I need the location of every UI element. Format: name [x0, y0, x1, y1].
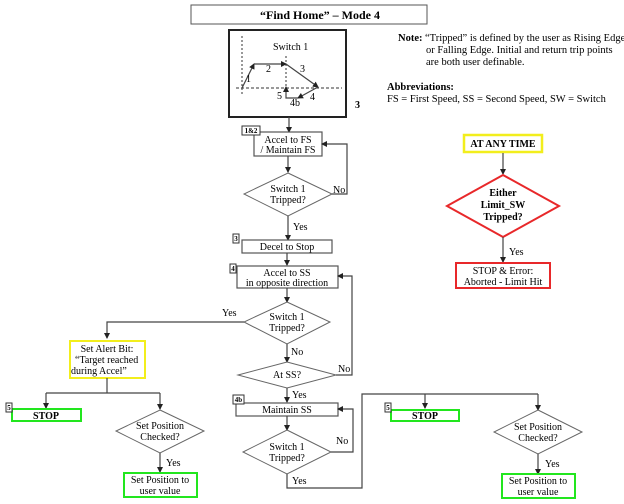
decision-switch1-c: Switch 1 Tripped?: [241, 429, 333, 475]
edge-label-yes: Yes: [222, 308, 237, 319]
svg-text:Tripped?: Tripped?: [483, 212, 522, 223]
note-line-1: “Tripped” is defined by the user as Risi…: [425, 33, 624, 44]
abbrev-heading: Abbreviations:: [387, 82, 454, 93]
svg-text:5: 5: [7, 404, 11, 412]
edge-label-no: No: [291, 347, 303, 358]
step-tag-4: 4: [229, 263, 237, 274]
svg-text:Maintain SS: Maintain SS: [262, 405, 312, 416]
node-any-time: AT ANY TIME: [462, 133, 544, 154]
svg-text:STOP: STOP: [33, 411, 59, 422]
svg-text:Either: Either: [489, 188, 517, 199]
seg-1: 1: [246, 74, 251, 85]
seg-2: 2: [266, 64, 271, 75]
note-line-2: or Falling Edge. Initial and return trip…: [426, 45, 613, 56]
decision-at-ss: At SS?: [236, 361, 338, 389]
svg-text:STOP & Error:: STOP & Error:: [473, 266, 534, 277]
svg-text:Decel to Stop: Decel to Stop: [260, 242, 314, 253]
svg-text:user value: user value: [518, 487, 559, 498]
svg-text:Accel to FS: Accel to FS: [264, 135, 311, 146]
node-stop-right: STOP: [390, 409, 460, 422]
node-setpos-right: Set Position to user value: [501, 473, 576, 499]
decision-setpos-right: Set Position Checked?: [492, 409, 584, 455]
decision-switch1-b: Switch 1 Tripped?: [242, 301, 332, 345]
edge-label-no: No: [338, 364, 350, 375]
seg-4: 4: [310, 92, 315, 103]
seg-4b: 4b: [290, 98, 300, 109]
node-stop-error: STOP & Error: Aborted - Limit Hit: [455, 262, 551, 289]
svg-text:Switch 1: Switch 1: [270, 184, 305, 195]
svg-text:Note:: Note:: [398, 33, 423, 44]
node-maintain-ss: Maintain SS: [235, 402, 339, 417]
note-line-3: are both user definable.: [426, 57, 525, 68]
svg-text:Checked?: Checked?: [518, 433, 558, 444]
svg-text:Tripped?: Tripped?: [269, 453, 305, 464]
seg-5: 5: [277, 91, 282, 102]
node-accel-ss: Accel to SS in opposite direction: [236, 265, 339, 289]
page-title: “Find Home” – Mode 4: [260, 8, 380, 22]
svg-text:user value: user value: [140, 486, 181, 497]
motion-profile-inset: Switch 1 1 2 3 4 4b 5: [228, 29, 347, 118]
note-block: Note: “Tripped” is defined by the user a…: [387, 33, 624, 105]
svg-text:Set Position: Set Position: [514, 422, 562, 433]
decision-switch1-a: Switch 1 Tripped?: [242, 172, 334, 217]
svg-text:/ Maintain FS: / Maintain FS: [260, 145, 315, 156]
step-tag-1-2: 1&2: [241, 125, 261, 136]
svg-text:Checked?: Checked?: [140, 432, 180, 443]
edge-label-yes: Yes: [545, 459, 560, 470]
title-box: “Find Home” – Mode 4: [190, 4, 428, 25]
inset-step-tag: 3: [355, 100, 360, 111]
edge-label-no: No: [333, 185, 345, 196]
svg-text:Tripped?: Tripped?: [270, 195, 306, 206]
svg-text:Set Position to: Set Position to: [131, 475, 189, 486]
step-tag-4b: 4b: [232, 394, 245, 405]
svg-text:4: 4: [231, 265, 235, 273]
decision-setpos-left: Set Position Checked?: [114, 409, 206, 454]
seg-3: 3: [300, 64, 305, 75]
svg-text:Switch 1: Switch 1: [269, 442, 304, 453]
svg-text:Limit_SW: Limit_SW: [481, 200, 525, 211]
svg-text:Accel to SS: Accel to SS: [263, 268, 310, 279]
node-setpos-left: Set Position to user value: [123, 472, 198, 498]
decision-limit-sw: Either Limit_SW Tripped?: [444, 173, 562, 239]
svg-text:“Target reached: “Target reached: [75, 355, 138, 366]
svg-text:Set Position: Set Position: [136, 421, 184, 432]
edge-label-yes: Yes: [509, 247, 524, 258]
edge-label-yes: Yes: [292, 476, 307, 487]
svg-text:during Accel”: during Accel”: [71, 366, 127, 377]
step-tag-3: 3: [232, 233, 240, 244]
svg-text:STOP: STOP: [412, 411, 438, 422]
step-tag-5-right: 5: [384, 402, 392, 413]
node-accel-fs: Accel to FS / Maintain FS: [253, 131, 323, 157]
svg-text:1&2: 1&2: [245, 127, 258, 135]
edge-label-no: No: [336, 436, 348, 447]
svg-text:Switch 1: Switch 1: [269, 312, 304, 323]
edge-label-yes: Yes: [292, 390, 307, 401]
svg-text:AT ANY TIME: AT ANY TIME: [470, 139, 536, 150]
svg-text:5: 5: [386, 404, 390, 412]
svg-text:in opposite direction: in opposite direction: [246, 278, 328, 289]
svg-text:4b: 4b: [235, 396, 243, 404]
svg-text:At SS?: At SS?: [273, 370, 302, 381]
svg-text:3: 3: [234, 235, 238, 243]
svg-text:Set Position to: Set Position to: [509, 476, 567, 487]
node-stop-left: STOP: [11, 408, 82, 422]
node-decel: Decel to Stop: [241, 239, 333, 254]
abbrev-text: FS = First Speed, SS = Second Speed, SW …: [387, 94, 607, 105]
step-tag-5-left: 5: [5, 402, 13, 413]
inset-switch-label: Switch 1: [273, 42, 308, 53]
edge-label-yes: Yes: [166, 458, 181, 469]
svg-text:Aborted - Limit Hit: Aborted - Limit Hit: [464, 277, 543, 288]
note-prefix: Note:: [398, 33, 423, 44]
svg-text:Set Alert Bit:: Set Alert Bit:: [81, 344, 134, 355]
svg-text:Tripped?: Tripped?: [269, 323, 305, 334]
edge-label-yes: Yes: [293, 222, 308, 233]
node-alert-bit: Set Alert Bit: “Target reached during Ac…: [69, 340, 146, 379]
